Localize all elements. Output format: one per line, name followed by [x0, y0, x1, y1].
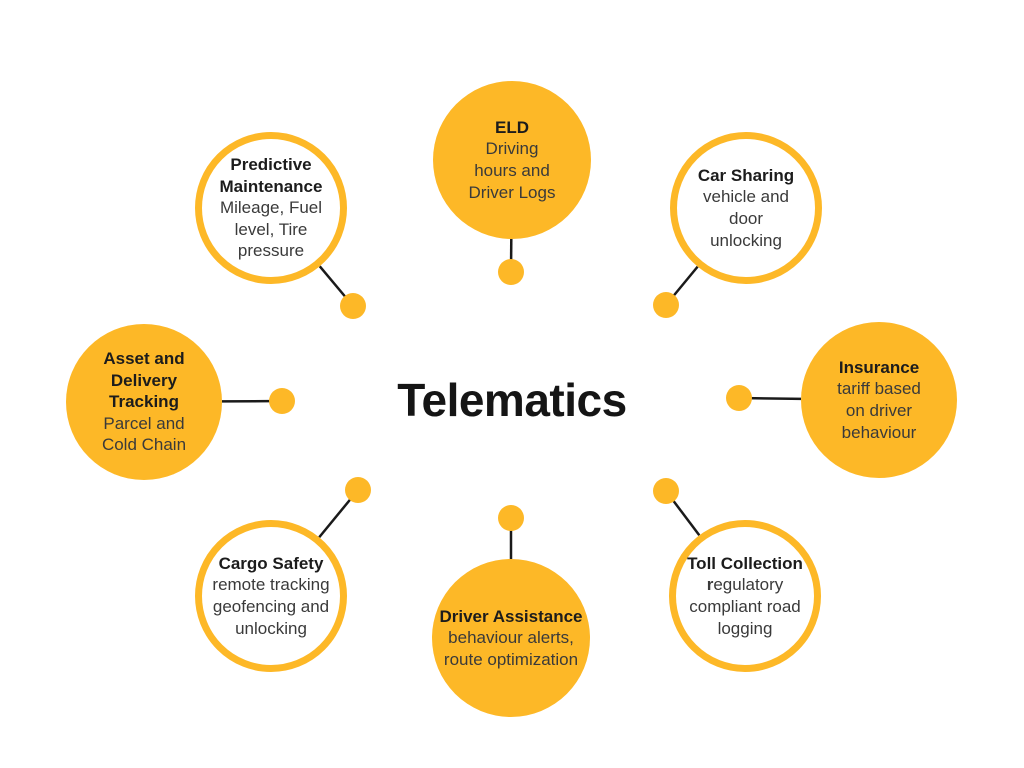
node-body: vehicle and door unlocking: [702, 187, 789, 250]
node-text: Driver Assistance behaviour alerts, rout…: [435, 606, 587, 671]
node-title: Asset and Delivery Tracking: [103, 349, 185, 412]
node-body: remote tracking geofencing and unlocking: [212, 575, 330, 638]
node-title: Predictive Maintenance: [219, 155, 323, 196]
node-text: ELD Driving hours and Driver Logs: [464, 117, 560, 203]
connector-dot-eld: [498, 259, 524, 285]
connector-dot-asset-and-delivery-tracking: [269, 388, 295, 414]
node-insurance: Insurance tariff based on driver behavio…: [801, 322, 957, 478]
node-toll-collection: Toll Collection regulatory compliant roa…: [669, 520, 821, 672]
node-body: tariff based on driver behaviour: [837, 379, 921, 442]
connector-dot-toll-collection: [653, 478, 679, 504]
node-car-sharing: Car Sharing vehicle and door unlocking: [670, 132, 822, 284]
node-text: Insurance tariff based on driver behavio…: [827, 357, 931, 443]
node-driver-assistance: Driver Assistance behaviour alerts, rout…: [432, 559, 590, 717]
node-text: Predictive Maintenance Mileage, Fuel lev…: [210, 154, 332, 262]
node-predictive-maintenance: Predictive Maintenance Mileage, Fuel lev…: [195, 132, 347, 284]
node-body: Driving hours and Driver Logs: [468, 139, 556, 202]
node-text: Cargo Safety remote tracking geofencing …: [202, 553, 340, 639]
node-text: Car Sharing vehicle and door unlocking: [691, 165, 801, 251]
connector-dot-driver-assistance: [498, 505, 524, 531]
node-title: Cargo Safety: [218, 553, 324, 573]
node-title: Driver Assistance: [439, 606, 583, 626]
node-body: Parcel and Cold Chain: [101, 413, 187, 455]
node-text: Toll Collection regulatory compliant roa…: [680, 553, 810, 639]
node-title: ELD: [495, 117, 529, 137]
node-title: Car Sharing: [697, 165, 795, 185]
diagram-title: Telematics: [397, 374, 627, 426]
node-eld: ELD Driving hours and Driver Logs: [433, 81, 591, 239]
node-title: Toll Collection: [687, 553, 803, 573]
node-asset-and-delivery-tracking: Asset and Delivery Tracking Parcel and C…: [66, 324, 222, 480]
node-title: Insurance: [838, 357, 920, 377]
node-body: regulatory compliant road logging: [689, 575, 801, 638]
node-body: Mileage, Fuel level, Tire pressure: [219, 198, 323, 261]
node-body: behaviour alerts, route optimization: [443, 628, 579, 669]
node-cargo-safety: Cargo Safety remote tracking geofencing …: [195, 520, 347, 672]
connector-dot-insurance: [726, 385, 752, 411]
node-text: Asset and Delivery Tracking Parcel and C…: [94, 348, 194, 456]
connector-dot-predictive-maintenance: [340, 293, 366, 319]
connector-dot-cargo-safety: [345, 477, 371, 503]
connector-dot-car-sharing: [653, 292, 679, 318]
